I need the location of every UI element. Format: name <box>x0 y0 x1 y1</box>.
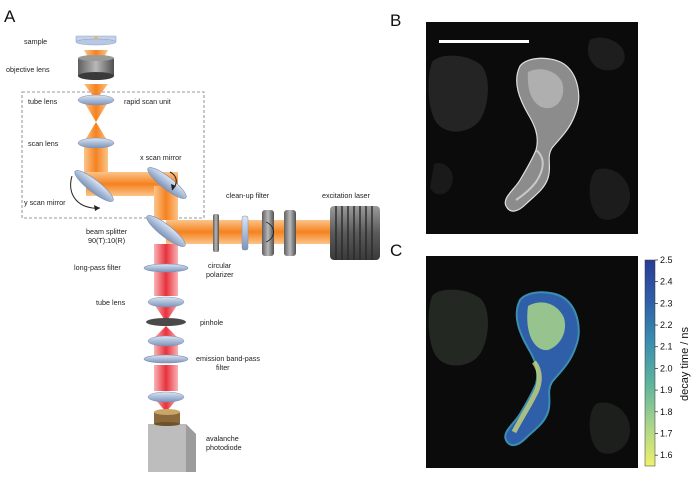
label-long-pass-filter: long-pass filter <box>74 263 121 272</box>
colorbar-tick-label: 2.5 <box>660 255 673 265</box>
tube-lens-bottom-icon <box>147 296 185 308</box>
intensity-image <box>426 22 638 234</box>
x-scan-mirror-icon <box>147 167 187 199</box>
colorbar-label: decay time / ns <box>679 327 691 401</box>
colorbar <box>644 259 656 467</box>
label-avalanche: avalanche <box>206 434 239 443</box>
emission-beam-segment <box>154 272 178 296</box>
colorbar-tick-label: 2.3 <box>660 298 673 308</box>
emission-beam-segment <box>154 304 178 322</box>
label-emission-band-pass-2: filter <box>216 363 230 372</box>
colorbar-ticks: 2.5 2.4 2.3 2.2 2.1 2.0 1.9 1.8 1.7 1.6 <box>655 255 673 460</box>
colorbar-tick-label: 2.2 <box>660 320 673 330</box>
label-clean-up-filter: clean-up filter <box>226 191 270 200</box>
label-x-scan-mirror: x scan mirror <box>140 153 182 162</box>
emission-beam-segment <box>154 365 178 391</box>
label-excitation-laser: excitation laser <box>322 191 371 200</box>
colorbar-tick-label: 2.0 <box>660 363 673 373</box>
label-objective-lens: objective lens <box>6 65 50 74</box>
emission-beam-segment <box>154 244 178 266</box>
collimating-lens-icon <box>147 335 185 347</box>
colorbar-tick-label: 2.4 <box>660 277 673 287</box>
label-beam-splitter-ratio: 90(T):10(R) <box>88 236 125 245</box>
objective-lens-body <box>78 58 114 76</box>
label-beam-splitter: beam splitter <box>86 227 128 236</box>
pinhole-icon <box>146 318 186 326</box>
emission-beam-segment <box>154 326 178 338</box>
sample-dot <box>94 36 98 40</box>
scan-lens-icon <box>77 137 115 149</box>
panel-a-label: A <box>4 7 16 26</box>
clean-up-filter-icon <box>213 214 219 252</box>
label-pinhole: pinhole <box>200 318 223 327</box>
panel-b-label: B <box>390 11 401 30</box>
y-scan-mirror-icon <box>74 170 114 202</box>
lifetime-image <box>426 256 638 468</box>
colorbar-tick-label: 1.7 <box>660 428 673 438</box>
colorbar-tick-label: 1.6 <box>660 450 673 460</box>
beam-splitter-icon <box>146 215 186 247</box>
sample-icon <box>75 38 117 46</box>
avalanche-photodiode-icon <box>148 409 196 472</box>
laser-lens-icon <box>262 210 274 256</box>
excitation-beam-segment <box>84 84 108 100</box>
rapid-scan-unit-box <box>21 91 205 219</box>
label-tube-lens-top: tube lens <box>28 97 58 106</box>
emission-band-pass-filter-icon <box>143 354 189 364</box>
label-sample: sample <box>24 37 47 46</box>
long-pass-filter-icon <box>143 263 189 273</box>
laser-lens-icon <box>284 210 296 256</box>
excitation-beam-segment <box>84 122 108 142</box>
scale-bar <box>439 40 529 43</box>
colorbar-tick-label: 1.8 <box>660 407 673 417</box>
objective-lens-top <box>78 55 114 61</box>
panel-c-label: C <box>390 241 402 260</box>
quarter-wave-plate-icon <box>241 215 249 251</box>
colorbar-tick-label: 1.9 <box>660 385 673 395</box>
objective-lens-icon <box>78 72 114 80</box>
label-y-scan-mirror: y scan mirror <box>24 198 66 207</box>
label-tube-lens-bottom: tube lens <box>96 298 126 307</box>
excitation-beam-segment <box>84 102 108 122</box>
label-circular-polarizer-2: polarizer <box>206 270 234 279</box>
tube-lens-top-icon <box>77 94 115 106</box>
label-rapid-scan-unit: rapid scan unit <box>124 97 171 106</box>
excitation-beam-laser <box>166 220 334 244</box>
label-scan-lens: scan lens <box>28 139 59 148</box>
label-circular-polarizer: circular <box>208 261 232 270</box>
label-emission-band-pass: emission band-pass <box>196 354 260 363</box>
label-photodiode: photodiode <box>206 443 242 452</box>
colorbar-tick-label: 2.1 <box>660 342 673 352</box>
excitation-laser-icon <box>330 206 380 260</box>
focusing-lens-icon <box>147 391 185 403</box>
